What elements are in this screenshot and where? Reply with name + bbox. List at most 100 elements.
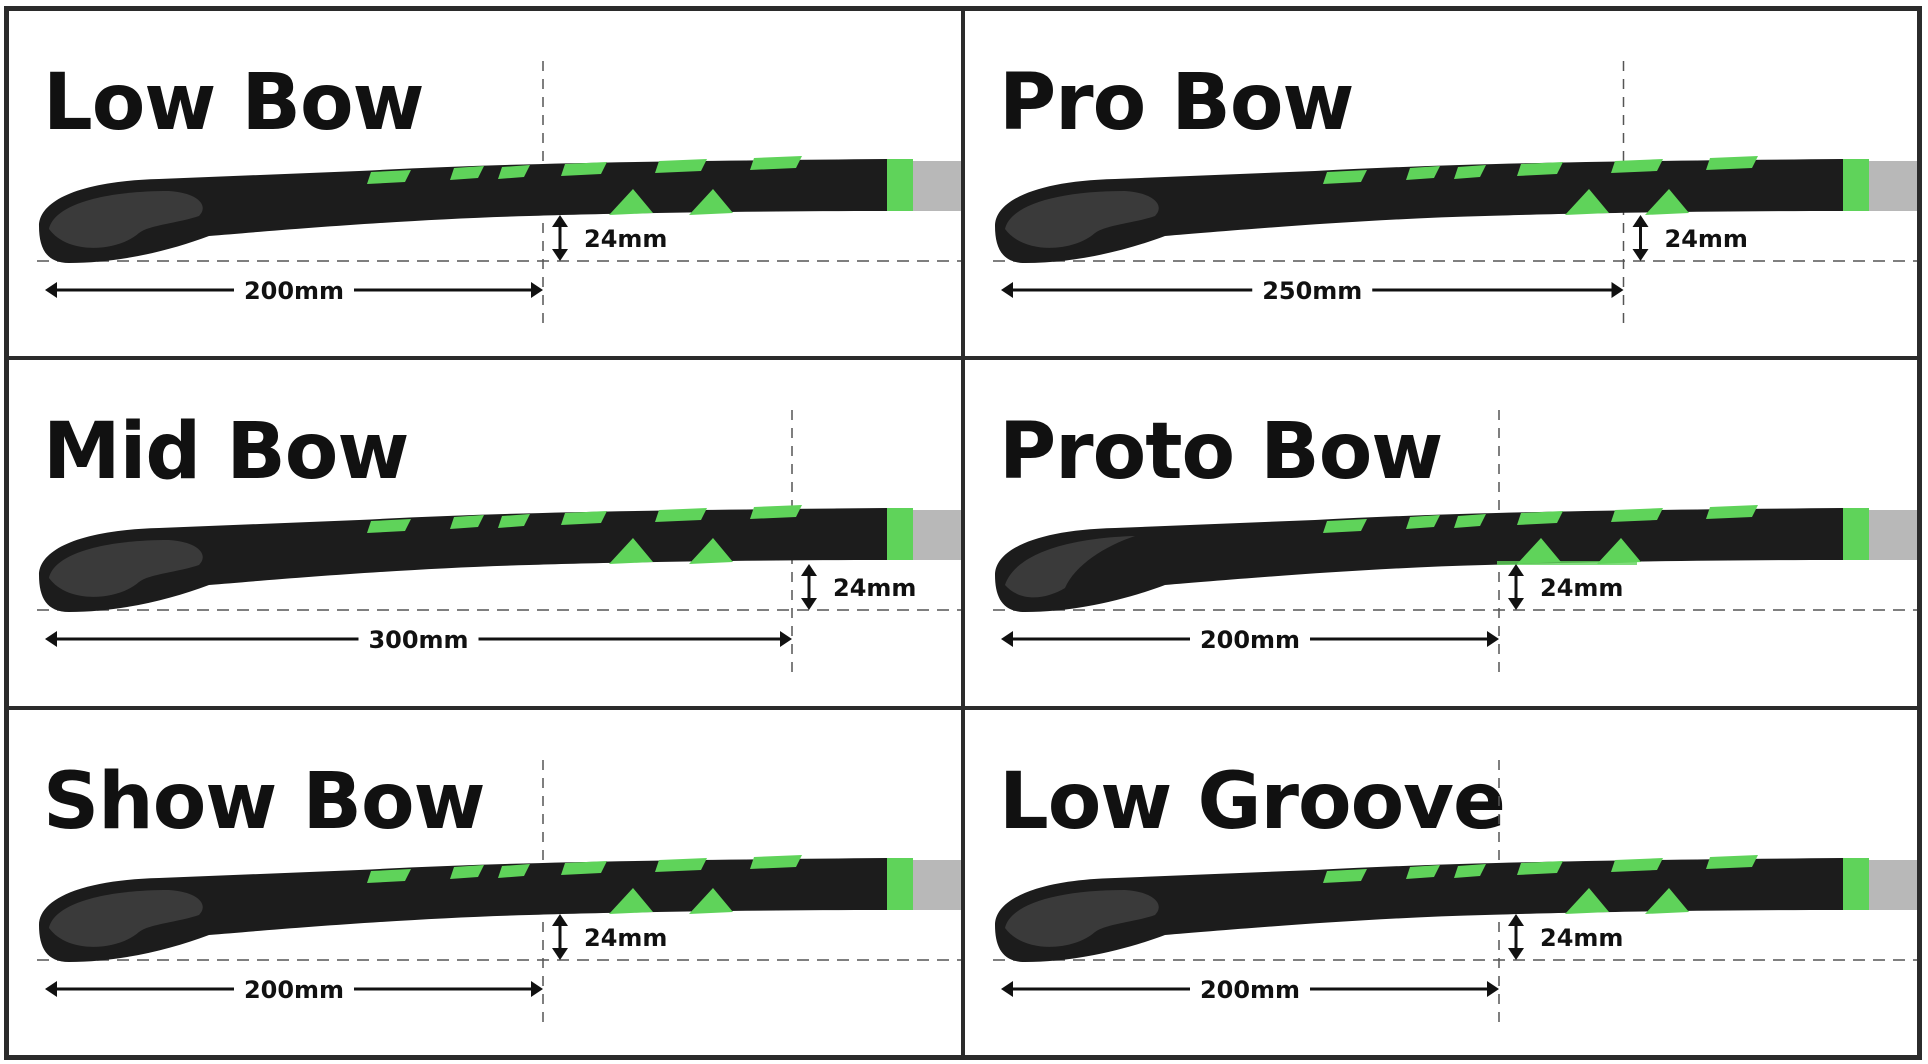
bow-position-label: 250mm: [1262, 277, 1362, 305]
green-dash: [750, 156, 802, 170]
arrow-head-left: [45, 980, 57, 997]
arrow-head-up: [1508, 913, 1524, 926]
bow-height-label: 24mm: [1540, 924, 1623, 952]
arrow-head-up: [552, 215, 568, 227]
green-dash: [1454, 165, 1486, 179]
green-dash: [1706, 505, 1758, 520]
handle: [913, 859, 961, 910]
panel-title: Proto Bow: [999, 407, 1442, 497]
green-dash: [750, 854, 802, 869]
green-dash: [1706, 854, 1758, 869]
handle: [1869, 859, 1917, 910]
hockey-stick: [995, 156, 1917, 263]
green-dash: [498, 863, 530, 878]
handle: [1869, 161, 1917, 211]
arrow-head-down: [1508, 598, 1524, 611]
arrow-head-left: [1001, 282, 1013, 298]
bow-height-label: 24mm: [833, 574, 916, 602]
arrow-head-up: [552, 913, 568, 926]
green-triangle: [689, 189, 733, 215]
green-dash: [1611, 508, 1663, 523]
arrow-head-down: [1508, 947, 1524, 960]
arrow-head-right: [1487, 631, 1499, 648]
green-dash: [655, 508, 707, 523]
green-groove-line: [1497, 561, 1637, 566]
stick-toe-highlight: [1005, 536, 1135, 598]
arrow-head-down: [552, 947, 568, 960]
green-dash: [498, 165, 530, 179]
green-triangle: [1565, 887, 1609, 914]
bow-position-label: 200mm: [244, 277, 344, 305]
arrow-head-up: [1632, 215, 1649, 227]
stick-toe-highlight: [49, 540, 203, 598]
stick-shaft: [995, 508, 1843, 613]
handle: [913, 510, 961, 561]
handle: [1869, 510, 1917, 561]
stick-toe-highlight: [1005, 191, 1159, 248]
green-dash: [498, 514, 530, 529]
handle: [913, 161, 961, 211]
green-dash: [750, 505, 802, 520]
green-triangle: [689, 887, 733, 914]
green-dash: [1323, 519, 1367, 534]
grip-band: [887, 508, 913, 561]
arrow-head-left: [1001, 631, 1013, 648]
arrow-head-left: [1001, 980, 1013, 997]
green-dash: [1517, 860, 1563, 875]
grip-band: [887, 857, 913, 910]
green-triangle: [689, 538, 733, 565]
hockey-stick: [39, 156, 961, 263]
arrow-head-down: [552, 249, 568, 261]
stick-toe-highlight: [1005, 889, 1159, 947]
green-dash: [1454, 863, 1486, 878]
bow-panel-show-bow: Show Bow 24mm 200mm: [7, 707, 963, 1057]
panel-diagram: Show Bow 24mm 200mm: [37, 757, 961, 1028]
green-dash: [561, 162, 607, 176]
green-dash: [367, 868, 411, 883]
green-dash: [561, 860, 607, 875]
bow-height-label: 24mm: [584, 924, 667, 952]
green-dash: [1454, 514, 1486, 529]
green-dash: [450, 515, 484, 530]
bow-position-label: 200mm: [244, 976, 344, 1004]
arrow-head-right: [780, 631, 792, 648]
panel-title: Low Bow: [43, 58, 424, 148]
arrow-head-right: [1611, 282, 1624, 298]
panel-title: Pro Bow: [999, 58, 1353, 148]
green-dash: [1406, 166, 1440, 180]
green-dash: [1406, 515, 1440, 530]
stick-toe-highlight: [49, 889, 203, 947]
green-dash: [1517, 511, 1563, 526]
green-dash: [655, 857, 707, 872]
arrow-head-right: [1487, 980, 1499, 997]
grip-band: [1843, 857, 1869, 910]
panel-diagram: Proto Bow 24mm 200mm: [993, 407, 1917, 679]
bow-height-label: 24mm: [1540, 574, 1623, 602]
arrow-head-down: [1632, 249, 1649, 261]
green-triangle: [609, 887, 653, 914]
arrow-head-down: [801, 598, 817, 611]
green-triangle: [1645, 189, 1689, 215]
arrow-head-left: [45, 282, 57, 298]
green-dash: [367, 170, 411, 184]
grip-band: [1843, 508, 1869, 561]
green-triangle: [1565, 189, 1609, 215]
green-dash: [1323, 170, 1367, 184]
bow-position-label: 200mm: [1200, 626, 1300, 654]
arrow-head-left: [45, 631, 57, 648]
panel-title: Show Bow: [43, 757, 485, 847]
stick-toe-highlight: [49, 191, 203, 248]
stick-shaft: [39, 159, 887, 263]
panel-title: Mid Bow: [43, 407, 408, 497]
green-dash: [1406, 864, 1440, 879]
arrow-head-up: [801, 564, 817, 577]
arrow-head-up: [1508, 564, 1524, 577]
green-triangle: [1517, 538, 1561, 565]
